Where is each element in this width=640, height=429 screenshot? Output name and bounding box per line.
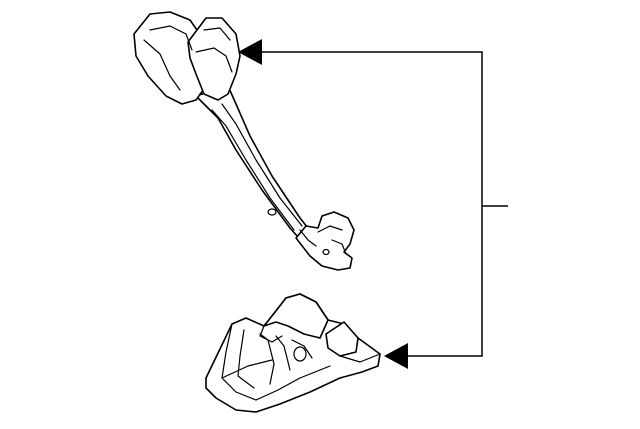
bracket-clip: [325, 321, 359, 357]
bracket-raised-arm: [263, 293, 329, 339]
lower-part-detail-lines: [221, 323, 381, 401]
upper-part-detail-lines: [143, 25, 347, 256]
buckle-stalk: [195, 85, 323, 253]
callout-bracket-line: [262, 51, 483, 357]
callout-leaders: [238, 39, 508, 369]
callout-arrow-upper: [238, 39, 262, 65]
seat-belt-buckle-base-bracket: [205, 293, 381, 413]
callout-arrow-lower: [384, 343, 408, 369]
buckle-lower-connector: [295, 211, 355, 271]
buckle-front-head: [187, 17, 241, 101]
